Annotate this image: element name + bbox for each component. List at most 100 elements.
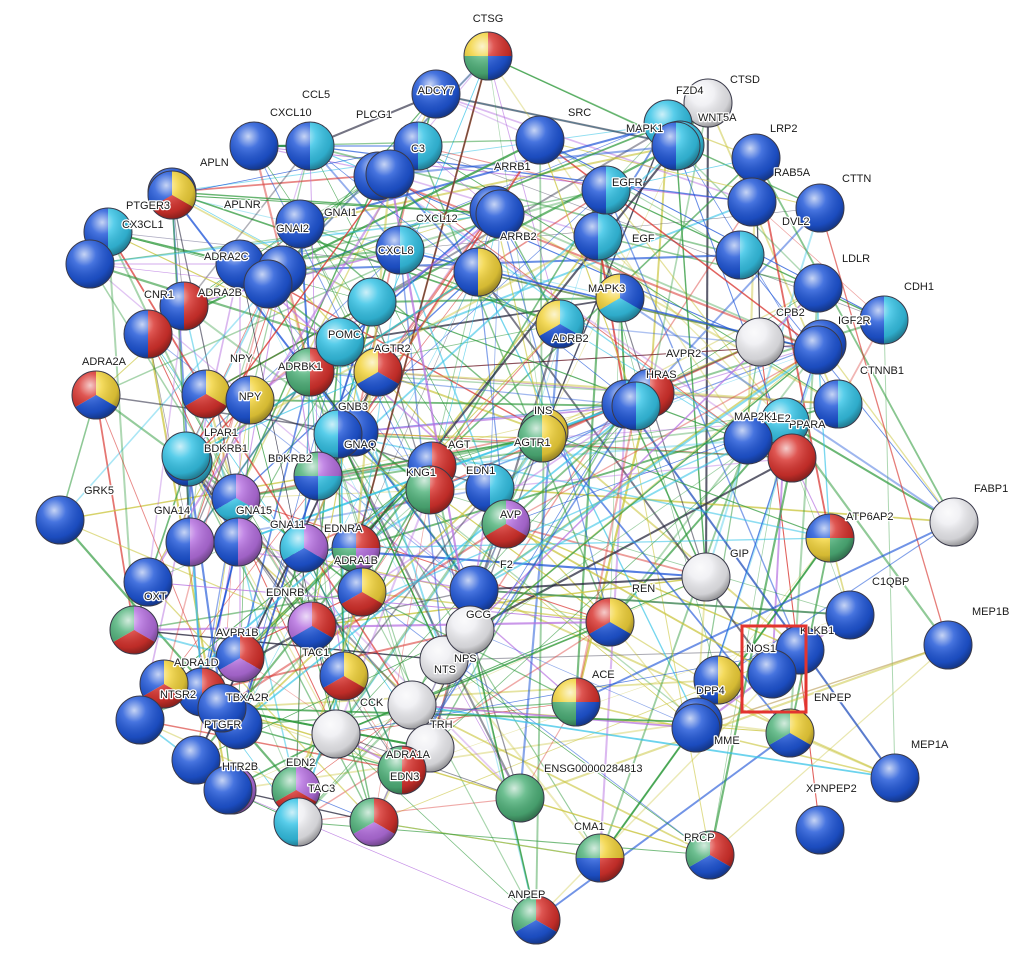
node-fabp1[interactable] bbox=[929, 497, 979, 547]
node-ensg00000284813[interactable] bbox=[495, 773, 545, 823]
node-ednra[interactable] bbox=[331, 523, 381, 573]
node-gcg[interactable] bbox=[445, 605, 495, 655]
node-adra2a[interactable] bbox=[71, 370, 121, 420]
node-cdh1[interactable] bbox=[859, 295, 909, 345]
node-cpb2[interactable] bbox=[735, 317, 785, 367]
node-blue_l5[interactable] bbox=[123, 557, 173, 607]
node-tac1[interactable] bbox=[319, 651, 369, 701]
node-ednrb[interactable] bbox=[287, 601, 337, 651]
node-cxcl8[interactable] bbox=[347, 277, 397, 327]
node-ctsd[interactable] bbox=[683, 78, 733, 128]
edge-grk5-gnai2 bbox=[59, 269, 283, 521]
edge-hras-mep1a bbox=[625, 403, 896, 779]
node-shading bbox=[573, 211, 623, 261]
label-c1qbp: C1QBP bbox=[872, 576, 909, 588]
node-ctnnb1[interactable] bbox=[813, 379, 863, 429]
node-mep1a[interactable] bbox=[870, 753, 920, 803]
node-gna11[interactable] bbox=[279, 523, 329, 573]
node-blue_m2[interactable] bbox=[365, 149, 415, 199]
label-nps: NPS bbox=[454, 653, 477, 665]
node-agtr1[interactable] bbox=[517, 413, 567, 463]
node-ace[interactable] bbox=[551, 677, 601, 727]
node-gnai1[interactable] bbox=[275, 199, 325, 249]
node-prcp[interactable] bbox=[685, 830, 735, 880]
edge-atp6ap2-lrp2 bbox=[755, 157, 831, 539]
node-adra2c[interactable] bbox=[243, 259, 293, 309]
node-cttn[interactable] bbox=[795, 183, 845, 233]
node-adrb2[interactable] bbox=[535, 299, 585, 349]
node-mapk3[interactable] bbox=[595, 273, 645, 323]
edge-nps-gnaq bbox=[337, 433, 445, 661]
node-npy2[interactable] bbox=[225, 375, 275, 425]
node-ace2[interactable] bbox=[767, 433, 817, 483]
node-cxcl10[interactable] bbox=[229, 121, 279, 171]
node-cxcl12[interactable] bbox=[375, 225, 425, 275]
node-adcy7[interactable] bbox=[411, 69, 461, 119]
node-egf[interactable] bbox=[573, 211, 623, 261]
node-dvl2[interactable] bbox=[715, 230, 765, 280]
node-ppara[interactable] bbox=[760, 397, 810, 447]
node-bdkrb2[interactable] bbox=[293, 451, 343, 501]
edge-cyan_l1-adra2c bbox=[185, 283, 269, 457]
node-adra1b[interactable] bbox=[337, 567, 387, 617]
node-nts[interactable] bbox=[387, 680, 437, 730]
node-c1qbp[interactable] bbox=[825, 590, 875, 640]
node-shading bbox=[411, 69, 461, 119]
node-ntsr2[interactable] bbox=[139, 659, 189, 709]
node-nos1[interactable] bbox=[747, 649, 797, 699]
node-gna15[interactable] bbox=[213, 517, 263, 567]
node-grk5[interactable] bbox=[35, 495, 85, 545]
node-ldlr[interactable] bbox=[793, 263, 843, 313]
node-blue_l2[interactable] bbox=[115, 695, 165, 745]
node-blue_l3[interactable] bbox=[171, 735, 221, 785]
node-f2[interactable] bbox=[449, 565, 499, 615]
node-ctsg[interactable] bbox=[463, 31, 513, 81]
edge-prcp-nts bbox=[411, 704, 711, 856]
node-src[interactable] bbox=[515, 115, 565, 165]
node-mapk1[interactable] bbox=[651, 121, 701, 171]
node-kng1[interactable] bbox=[405, 465, 455, 515]
node-xpnpep2[interactable] bbox=[795, 805, 845, 855]
node-gip[interactable] bbox=[681, 552, 731, 602]
node-cyan_l1[interactable] bbox=[161, 431, 211, 481]
node-arrb2[interactable] bbox=[453, 247, 503, 297]
node-rab5a[interactable] bbox=[727, 177, 777, 227]
node-avp[interactable] bbox=[481, 499, 531, 549]
node-ren[interactable] bbox=[585, 597, 635, 647]
label-mep1a: MEP1A bbox=[911, 739, 949, 751]
node-map2k1[interactable] bbox=[723, 415, 773, 465]
node-oxt[interactable] bbox=[109, 605, 159, 655]
label-ensg00000284813: ENSG00000284813 bbox=[544, 763, 642, 775]
node-adra1a[interactable] bbox=[377, 745, 427, 795]
node-edn3[interactable] bbox=[349, 797, 399, 847]
node-cyan_r1[interactable] bbox=[611, 381, 661, 431]
node-bdkrb1[interactable] bbox=[211, 473, 261, 523]
node-gna14[interactable] bbox=[165, 517, 215, 567]
node-blue_b1[interactable] bbox=[671, 703, 721, 753]
node-cnr1[interactable] bbox=[123, 309, 173, 359]
node-cma1[interactable] bbox=[575, 833, 625, 883]
node-enpep[interactable] bbox=[765, 708, 815, 758]
node-white_c1[interactable] bbox=[311, 709, 361, 759]
node-pomc[interactable] bbox=[315, 317, 365, 367]
node-blue_l1[interactable] bbox=[65, 239, 115, 289]
node-avpr1b[interactable] bbox=[215, 633, 265, 683]
node-npy[interactable] bbox=[181, 369, 231, 419]
node-lrp2[interactable] bbox=[731, 133, 781, 183]
node-blue_l4[interactable] bbox=[203, 765, 253, 815]
node-egfr[interactable] bbox=[581, 165, 631, 215]
node-blue_r1[interactable] bbox=[793, 325, 843, 375]
node-ccl5[interactable] bbox=[285, 121, 335, 171]
node-dpp4[interactable] bbox=[693, 655, 743, 705]
node-atp6ap2[interactable] bbox=[805, 513, 855, 563]
node-gnaq[interactable] bbox=[313, 409, 363, 459]
node-agtr2[interactable] bbox=[353, 347, 403, 397]
node-ptger3[interactable] bbox=[147, 170, 197, 220]
node-tac3[interactable] bbox=[273, 797, 323, 847]
node-blue_m1[interactable] bbox=[475, 189, 525, 239]
node-mep1b[interactable] bbox=[923, 620, 973, 670]
node-shading bbox=[463, 31, 513, 81]
node-anpep[interactable] bbox=[511, 895, 561, 945]
edge-blue_l5-c3 bbox=[147, 145, 419, 583]
node-ptgfr[interactable] bbox=[197, 683, 247, 733]
